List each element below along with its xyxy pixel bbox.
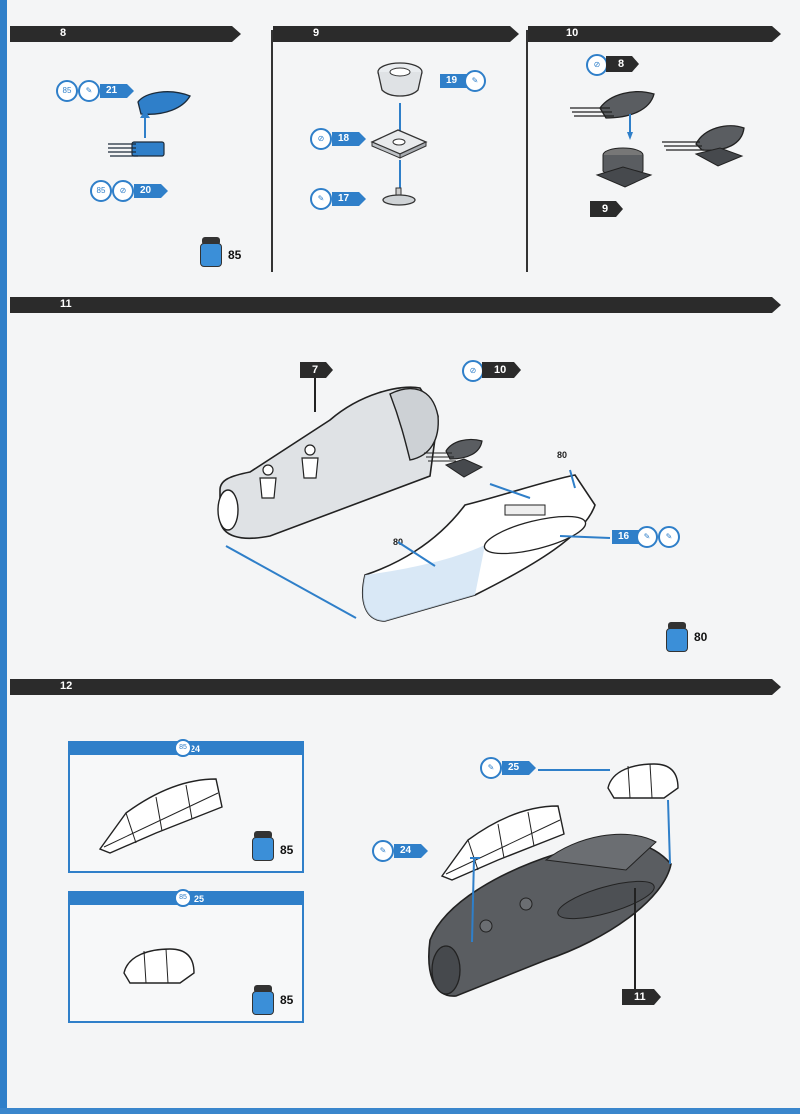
- no-glue-icon: ⊘: [586, 54, 608, 76]
- canopy-25-drawing: [123, 948, 195, 984]
- canopy-24-drawing: [98, 778, 223, 854]
- part-21-drawing: [137, 91, 191, 115]
- paint-jar-icon: [200, 237, 222, 267]
- glue-icon: ✎: [372, 840, 394, 862]
- step-10-result-drawing: [662, 125, 745, 167]
- step-divider: [526, 30, 528, 272]
- canopy-25-drawing: [607, 763, 679, 799]
- assembly-arrow: [627, 114, 633, 140]
- part-19-drawing: [377, 62, 423, 97]
- no-glue-icon: ⊘: [310, 128, 332, 150]
- paint-marker-icon: 85: [174, 889, 192, 907]
- assembly-line: [399, 103, 401, 133]
- part-10-assembly-drawing: [424, 438, 484, 478]
- step-10-header: 10: [528, 26, 781, 42]
- lower-hull-drawing: [362, 474, 596, 622]
- glue-icon: ✎: [658, 526, 680, 548]
- fuselage-drawing: [217, 386, 439, 540]
- part-callout-20: 20: [134, 184, 169, 198]
- no-glue-icon: ⊘: [462, 360, 484, 382]
- ref-step-8: 8: [606, 56, 640, 72]
- step-12-number: 12: [60, 680, 73, 692]
- paint-jar-icon: [252, 831, 274, 861]
- ref-step-11: 11: [622, 989, 661, 1005]
- glue-icon: ✎: [636, 526, 658, 548]
- part-callout-24: 24: [394, 844, 429, 858]
- assembly-guides: [470, 769, 671, 943]
- step-9-number: 9: [313, 27, 320, 39]
- part-callout-18: 18: [332, 132, 367, 146]
- glue-icon: ✎: [464, 70, 486, 92]
- canopy-24-drawing: [440, 805, 565, 881]
- no-glue-icon: ⊘: [112, 180, 134, 202]
- step-9-header: 9: [273, 26, 519, 42]
- assembly-arrow: [140, 110, 150, 138]
- step-8-assembly-drawing: [570, 91, 655, 119]
- leader-line: [634, 888, 636, 998]
- leader-line: [314, 378, 316, 412]
- paint-jar-icon: [252, 985, 274, 1015]
- paint-number: 85: [280, 843, 294, 857]
- step-divider: [271, 30, 273, 272]
- assembly-line: [399, 160, 401, 190]
- step-9-assembly-drawing: [595, 147, 653, 188]
- paint-number: 85: [280, 993, 294, 1007]
- glue-icon: ✎: [78, 80, 100, 102]
- assembly-guides: [225, 469, 611, 619]
- paint-marker-icon: 85: [90, 180, 112, 202]
- ref-step-10: 10: [482, 362, 522, 378]
- paint-callout-label: 80: [557, 450, 568, 460]
- step-10-number: 10: [566, 27, 579, 39]
- part-20-drawing: [108, 141, 165, 157]
- fuselage-11-drawing: [428, 833, 672, 997]
- paint-number: 80: [694, 630, 708, 644]
- sub-assembly-25-frame: 25 85 85: [68, 889, 304, 1023]
- part-callout-21: 21: [100, 84, 135, 98]
- sub-assembly-24-frame: 24 85 85: [68, 739, 304, 873]
- step-12-header: 12: [10, 679, 781, 695]
- step-8-number: 8: [60, 27, 67, 39]
- step-11-number: 11: [60, 298, 72, 310]
- ref-step-7: 7: [300, 362, 334, 378]
- step-11-header: 11: [10, 297, 781, 313]
- page-edge-blue: [0, 0, 7, 1114]
- part-17-drawing: [382, 187, 416, 206]
- paint-number: 85: [228, 248, 242, 262]
- paint-marker-icon: 85: [56, 80, 78, 102]
- part-callout-17: 17: [332, 192, 367, 206]
- glue-icon: ✎: [310, 188, 332, 210]
- part-18-drawing: [370, 129, 428, 159]
- step-8-header: 8: [10, 26, 241, 42]
- paint-marker-icon: 85: [174, 739, 192, 757]
- page-bottom-blue: [0, 1108, 800, 1114]
- glue-icon: ✎: [480, 757, 502, 779]
- part-callout-25: 25: [502, 761, 537, 775]
- ref-step-9: 9: [590, 201, 624, 217]
- paint-jar-icon: [666, 622, 688, 652]
